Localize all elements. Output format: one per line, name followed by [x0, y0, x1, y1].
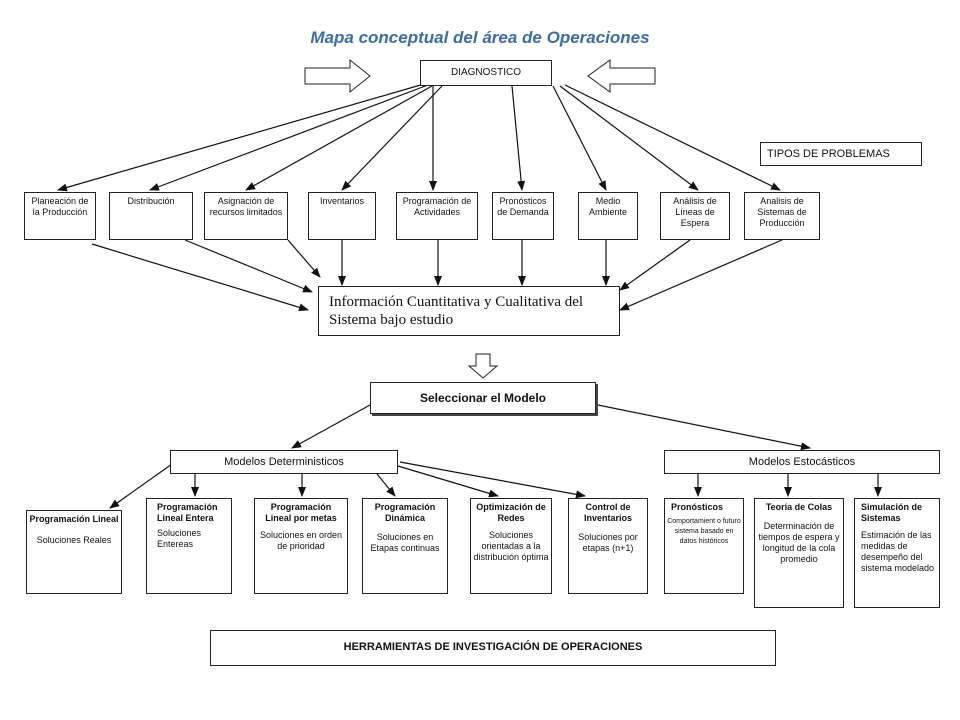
page-title: Mapa conceptual del área de Operaciones — [310, 28, 650, 47]
deterministic-models-label: Modelos Deterministicos — [224, 456, 344, 468]
tool-description: Estimación de las medidas de desempeño d… — [861, 530, 935, 573]
tool-box: Control de Inventarios Soluciones por et… — [568, 498, 648, 594]
problem-label: Asignación de recursos limitados — [209, 196, 283, 217]
tool-title: Programación Lineal Entera — [157, 502, 218, 523]
tool-box: Programación Lineal por metas Soluciones… — [254, 498, 348, 594]
stochastic-models-label: Modelos Estocásticos — [748, 456, 856, 468]
diagnostic-label: DIAGNOSTICO — [450, 67, 521, 78]
info-label: Información Cuantitativa y Cualitativa d… — [329, 294, 584, 328]
tool-title: Programación Dinámica — [374, 502, 436, 523]
tool-box: Programación Lineal Entera Soluciones En… — [146, 498, 232, 594]
problem-box: Análisis de Líneas de Espera — [660, 192, 730, 240]
problem-label: Programación de Actividades — [402, 196, 472, 217]
diagnostic-box: DIAGNOSTICO — [420, 60, 552, 86]
stochastic-arrows — [694, 474, 882, 497]
tool-description: Soluciones en orden de prioridad — [259, 530, 343, 551]
footer-label: HERRAMIENTAS DE INVESTIGACIÓN DE OPERACI… — [343, 641, 643, 653]
select-model-label: Seleccionar el Modelo — [419, 391, 547, 405]
problem-box: Distribución — [109, 192, 193, 240]
tool-box: Pronósticos Comportamient o futuro siste… — [664, 498, 744, 594]
tool-title: Optimización de Redes — [476, 502, 546, 523]
select-model-box: Seleccionar el Modelo — [370, 382, 596, 414]
info-box: Información Cuantitativa y Cualitativa d… — [318, 286, 620, 336]
tool-description: Soluciones orientadas a la distribución … — [473, 530, 549, 562]
problem-types-box: TIPOS DE PROBLEMAS — [760, 142, 922, 166]
tool-title: Teoría de Colas — [765, 502, 833, 512]
diagnostic-arrows — [57, 83, 781, 192]
left-block-arrow — [304, 58, 371, 94]
problem-label: Analisis de Sistemas de Producción — [757, 196, 807, 228]
tool-box: Teoría de Colas Determinación de tiempos… — [754, 498, 844, 608]
problem-box: Asignación de recursos limitados — [204, 192, 288, 240]
problem-box: Analisis de Sistemas de Producción — [744, 192, 820, 240]
model-arrows — [291, 404, 811, 451]
stochastic-models-box: Modelos Estocásticos — [664, 450, 940, 474]
tool-box: Optimización de Redes Soluciones orienta… — [470, 498, 552, 594]
deterministic-arrows — [109, 461, 586, 509]
problem-label: Planeación de la Producción — [31, 196, 89, 217]
tool-description: Comportamient o futuro sistema basado en… — [667, 518, 741, 545]
tool-box: Programación Lineal Soluciones Reales — [26, 510, 122, 594]
tool-title: Simulación de Sistemas — [861, 502, 923, 523]
deterministic-models-box: Modelos Deterministicos — [170, 450, 398, 474]
tool-description: Soluciones Entereas — [157, 528, 202, 549]
down-block-arrow — [467, 353, 499, 379]
tool-description: Determinación de tiempos de espera y lon… — [758, 521, 840, 564]
problem-arrows — [91, 239, 783, 312]
problem-box: Medio Ambiente — [578, 192, 638, 240]
tool-description: Soluciones por etapas (n+1) — [578, 532, 638, 553]
right-block-arrow — [587, 59, 656, 93]
problem-label: Pronósticos de Demanda — [497, 196, 549, 217]
problem-label: Medio Ambiente — [588, 196, 628, 217]
problem-box: Programación de Actividades — [396, 192, 478, 240]
problem-box: Inventarios — [308, 192, 376, 240]
problem-label: Análisis de Líneas de Espera — [673, 196, 717, 228]
problem-box: Pronósticos de Demanda — [492, 192, 554, 240]
tool-title: Programación Lineal — [29, 514, 119, 524]
problem-label: Inventarios — [319, 196, 365, 206]
footer-box: HERRAMIENTAS DE INVESTIGACIÓN DE OPERACI… — [210, 630, 776, 666]
tool-box: Programación Dinámica Soluciones en Etap… — [362, 498, 448, 594]
tool-title: Programación Lineal por metas — [265, 502, 337, 523]
problem-box: Planeación de la Producción — [24, 192, 96, 240]
tool-description: Soluciones Reales — [36, 535, 112, 545]
tool-box: Simulación de Sistemas Estimación de las… — [854, 498, 940, 608]
problem-label: Distribución — [127, 196, 175, 206]
tool-description: Soluciones en Etapas continuas — [370, 532, 440, 553]
tool-title: Control de Inventarios — [583, 502, 632, 523]
tool-title: Pronósticos — [671, 502, 724, 512]
problem-types-label: TIPOS DE PROBLEMAS — [767, 148, 890, 160]
